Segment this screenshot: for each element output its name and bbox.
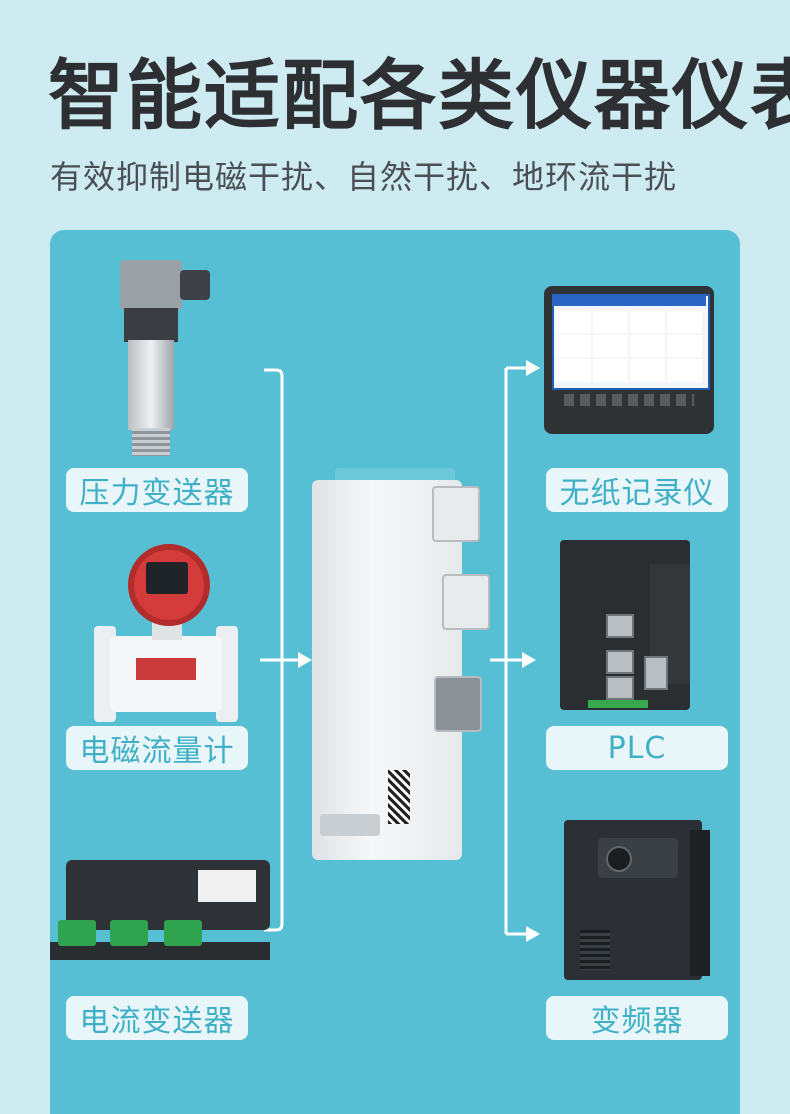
page-title: 智能适配各类仪器仪表 xyxy=(48,51,790,140)
right-top-arrowhead xyxy=(526,360,540,376)
output-label-recorder: 无纸记录仪 xyxy=(546,468,728,512)
input-label-current: 电流变送器 xyxy=(66,996,248,1040)
input-label-flowmeter: 电磁流量计 xyxy=(66,726,248,770)
output-label-plc: PLC xyxy=(546,726,728,770)
page-subtitle: 有效抑制电磁干扰、自然干扰、地环流干扰 xyxy=(50,158,678,196)
output-label-inverter: 变频器 xyxy=(546,996,728,1040)
right-arrowhead xyxy=(522,652,536,668)
right-bottom-arrowhead xyxy=(526,926,540,942)
connection-panel: 压力变送器 电磁流量计 电流变送器 xyxy=(50,230,740,1114)
left-bracket-line xyxy=(264,368,284,932)
left-arrowhead xyxy=(298,652,312,668)
connector-lines xyxy=(260,360,540,942)
input-label-pressure: 压力变送器 xyxy=(66,468,248,512)
